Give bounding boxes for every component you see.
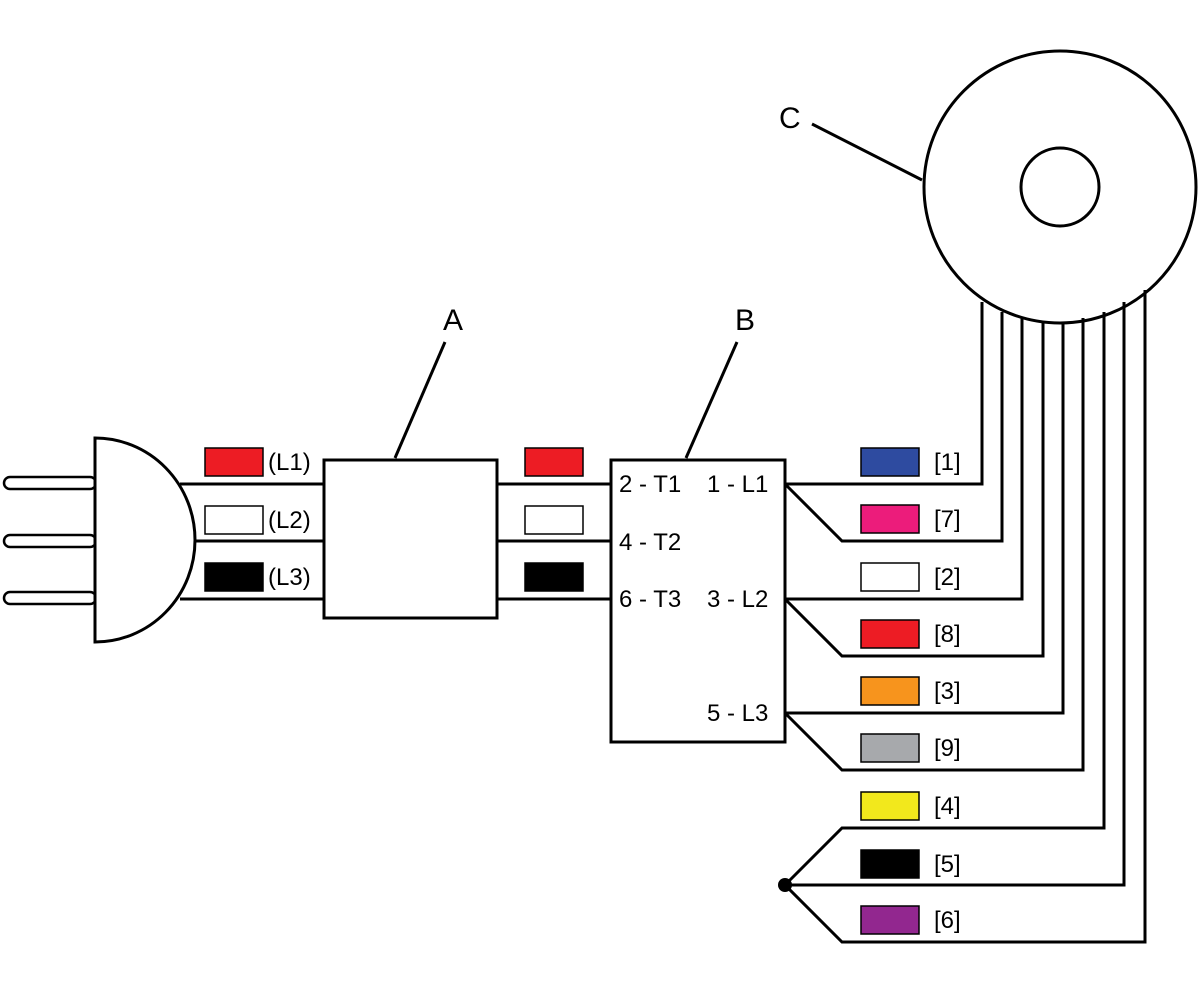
lead-label-3: [3] [934,678,961,705]
lead-label-1: [1] [934,449,961,476]
mid-swatch-3 [524,562,584,592]
lead-swatch-2 [860,562,920,592]
lead-label-9: [9] [934,735,961,762]
lead-swatch-8 [860,619,920,649]
swatch-l1 [204,447,264,477]
label-c: C [779,102,801,135]
terminal-t2: 4 - T2 [619,529,681,556]
label-a: A [443,304,463,337]
lead-wire-2 [785,318,1024,601]
wye-junction-dot [778,878,792,892]
plug-prong-1 [2,475,98,491]
label-b: B [735,304,755,337]
mid-swatch-1 [524,447,584,477]
lead-label-4: [4] [934,793,961,820]
lead-swatch-3 [860,676,920,706]
plug-to-a-wires [180,482,324,601]
leader-a [393,341,447,459]
lead-label-7: [7] [934,506,961,533]
label-l1: (L1) [268,449,311,476]
mid-wire-legend [524,447,584,592]
plug-body [93,436,197,644]
lead-swatch-4 [860,791,920,821]
lead-wire-7 [783,312,1004,543]
terminal-l2: 3 - L2 [707,586,768,613]
swatch-l3 [204,562,264,592]
terminal-l1: 1 - L1 [707,471,768,498]
lead-swatch-9 [860,733,920,763]
component-b-box [609,458,787,744]
lead-wire-9 [783,318,1085,772]
plug-prong-2 [2,533,98,549]
motor-lead-legend: [1] [7] [2] [8] [3] [9] [4] [5] [6] [860,447,961,935]
lead-wire-3 [785,322,1065,715]
lead-wire-6 [783,290,1147,944]
terminal-t3: 6 - T3 [619,586,681,613]
mid-swatch-2 [524,505,584,535]
lead-label-6: [6] [934,907,961,934]
terminal-t1: 2 - T1 [619,471,681,498]
lead-swatch-7 [860,504,920,534]
lead-label-8: [8] [934,621,961,648]
lead-swatch-5 [860,849,920,879]
terminal-l3: 5 - L3 [707,700,768,727]
label-l3: (L3) [268,564,311,591]
component-a-box [322,458,499,620]
motor-c-shaft [1019,146,1101,228]
lead-wire-1 [785,302,984,486]
lead-wire-5 [785,302,1126,887]
terminal-labels: 2 - T1 4 - T2 6 - T3 1 - L1 3 - L2 5 - L… [619,471,768,727]
lead-wire-4 [783,312,1106,887]
swatch-l2 [204,505,264,535]
lead-label-2: [2] [934,564,961,591]
lead-wire-8 [783,322,1045,658]
leader-b [684,341,739,459]
motor-lead-wires [783,290,1147,944]
plug-prongs [2,475,98,606]
label-l2: (L2) [268,507,311,534]
leader-c [811,122,923,182]
lead-swatch-1 [860,447,920,477]
plug-wire-legend: (L1) (L2) (L3) [204,447,311,592]
lead-swatch-6 [860,905,920,935]
plug-prong-3 [2,590,98,606]
a-to-b-wires [497,482,611,601]
lead-label-5: [5] [934,851,961,878]
